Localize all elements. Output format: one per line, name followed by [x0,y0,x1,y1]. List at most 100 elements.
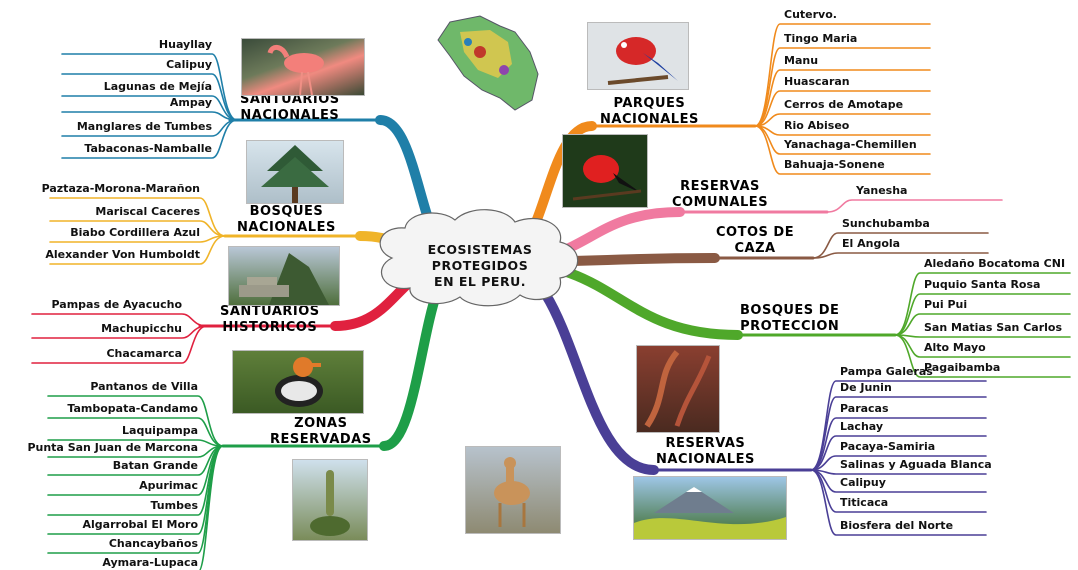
title-santuarios-historicos: SANTUARIOS HISTORICOS [220,304,320,336]
title-bosques-nacionales: BOSQUES NACIONALES [237,204,336,236]
leaf-label: Algarrobal El Moro [82,518,198,531]
cock-of-rock-photo [562,134,648,208]
leaf-branch-parques_nacionales [754,90,931,127]
leaf-branch-parques_nacionales [754,47,931,127]
title-line: PARQUES [613,96,686,111]
leaf-branch-reservas_comunales [826,199,1003,213]
leaf-label: Biabo Cordillera Azul [70,226,200,239]
title-line: CAZA [734,241,776,256]
leaf-label: Titicaca [840,496,889,509]
leaf-label: Salinas y Aguada Blanca [840,458,992,471]
leaf-label: Pampa Galeras [840,365,933,378]
title-line: RESERVAS [680,179,760,194]
leaf-label: Pacaya-Samiria [840,440,936,453]
title-line: NACIONALES [240,108,340,123]
leaf-branch-reservas_nacionales [810,469,987,536]
title-line: PROTECCION [740,319,840,334]
leaf-label: El Angola [842,237,901,250]
title-parques-nacionales: PARQUES NACIONALES [600,96,699,128]
flamingo-photo [241,38,365,96]
leaf-label: Cerros de Amotape [784,98,904,111]
leaf-label: Biosfera del Norte [840,519,954,532]
title-line: BOSQUES [249,204,324,219]
leaf-label: Manu [784,54,819,67]
polylepis-tree-photo [636,345,720,433]
leaf-label: De Junin [840,381,892,394]
title-line: COTOS DE [716,225,795,240]
title-line: NACIONALES [237,220,336,235]
leaf-branch-parques_nacionales [754,23,931,127]
leaf-branch-zonas_reservadas [198,445,224,570]
leaf-label: Calipuy [840,476,886,489]
condor-photo [232,350,364,414]
leaf-label: Ampay [169,96,212,109]
center-title-line-1: ECOSISTEMAS [427,242,533,257]
leaf-label: Rio Abiseo [784,119,850,132]
leaf-label: Punta San Juan de Marcona [27,441,198,454]
leaf-label: Manglares de Tumbes [76,120,212,133]
leaf-label: Apurimac [139,479,198,492]
main-branch-reservas_nacionales [495,257,659,475]
peru-map-photo [420,12,550,112]
leaf-label: Paztaza-Morona-Marañon [41,182,200,195]
leaf-label: Laquipampa [122,424,198,437]
leaf-branch-bosques_de_proteccion [894,313,1071,336]
leaf-label: Alexander Von Humboldt [45,248,200,261]
leaf-branch-santuarios_nacionales [61,111,238,121]
leaf-label: Chacamarca [106,347,182,360]
title-line: BOSQUES DE [740,303,840,318]
leaf-label: Pagaibamba [924,361,1001,374]
leaf-label: Tumbes [150,499,198,512]
title-line: HISTORICOS [222,320,318,335]
leaf-label: Alto Mayo [924,341,986,354]
center-title-line-2: PROTEGIDOS [431,258,529,273]
title-zonas-reservadas: ZONAS RESERVADAS [270,416,372,448]
leaf-label: Lagunas de Mejía [103,80,212,93]
leaf-label: Cutervo. [784,8,837,21]
leaf-branch-santuarios_historicos [31,325,208,364]
leaf-label: Paracas [840,402,889,415]
title-bosques-de-proteccion: BOSQUES DE PROTECCION [740,303,839,335]
macaw-photo [587,22,689,90]
leaf-label: Yanesha [856,184,908,197]
title-cotos-de-caza: COTOS DE CAZA [716,225,794,257]
title-santuarios-nacionales: SANTUARIOS NACIONALES [240,92,340,124]
leaf-branch-cotos_de_caza [812,252,989,259]
title-line: RESERVADAS [270,432,372,447]
center-title-line-3: EN EL PERU. [434,274,526,289]
puya-raimondii-photo [292,459,368,541]
title-line: ZONAS [294,416,348,431]
leaf-label: Sunchubamba [842,217,930,230]
title-reservas-nacionales: RESERVAS NACIONALES [656,436,755,468]
leaf-label: Pantanos de Villa [90,380,198,393]
leaf-label: Aledaño Bocatoma CNI [924,257,1066,270]
leaf-label: Pampas de Ayacucho [51,298,182,311]
leaf-label: Tambopata-Candamo [67,402,198,415]
title-line: NACIONALES [600,112,699,127]
leaf-label: Aymara-Lupaca [102,556,198,569]
title-line: COMUNALES [672,195,769,210]
leaf-label: Chancaybaños [108,537,198,550]
leaf-branch-bosques_de_proteccion [894,334,1071,378]
leaf-branch-cotos_de_caza [812,232,989,259]
leaf-branch-bosques_de_proteccion [894,334,1071,338]
leaf-label: Pui Pui [924,298,968,311]
leaf-label: Tabaconas-Namballe [84,142,212,155]
leaf-label: Mariscal Caceres [95,205,200,218]
volcano-landscape-photo [633,476,787,540]
title-line: SANTUARIOS [220,304,320,319]
leaf-branch-bosques_nacionales [49,235,226,265]
leaf-label: Huascaran [784,75,850,88]
vicuna-photo [465,446,561,534]
leaf-label: Machupicchu [101,322,182,335]
title-line: NACIONALES [656,452,755,467]
machupicchu-photo [228,246,340,306]
leaf-label: Calipuy [166,58,212,71]
title-reservas-comunales: RESERVAS COMUNALES [672,179,768,211]
center-title: ECOSISTEMAS PROTEGIDOS EN EL PERU. [405,242,555,290]
leaf-branch-santuarios_nacionales [61,119,238,159]
leaf-branch-reservas_nacionales [810,469,987,513]
leaf-label: Bahuaja-Sonene [784,158,885,171]
